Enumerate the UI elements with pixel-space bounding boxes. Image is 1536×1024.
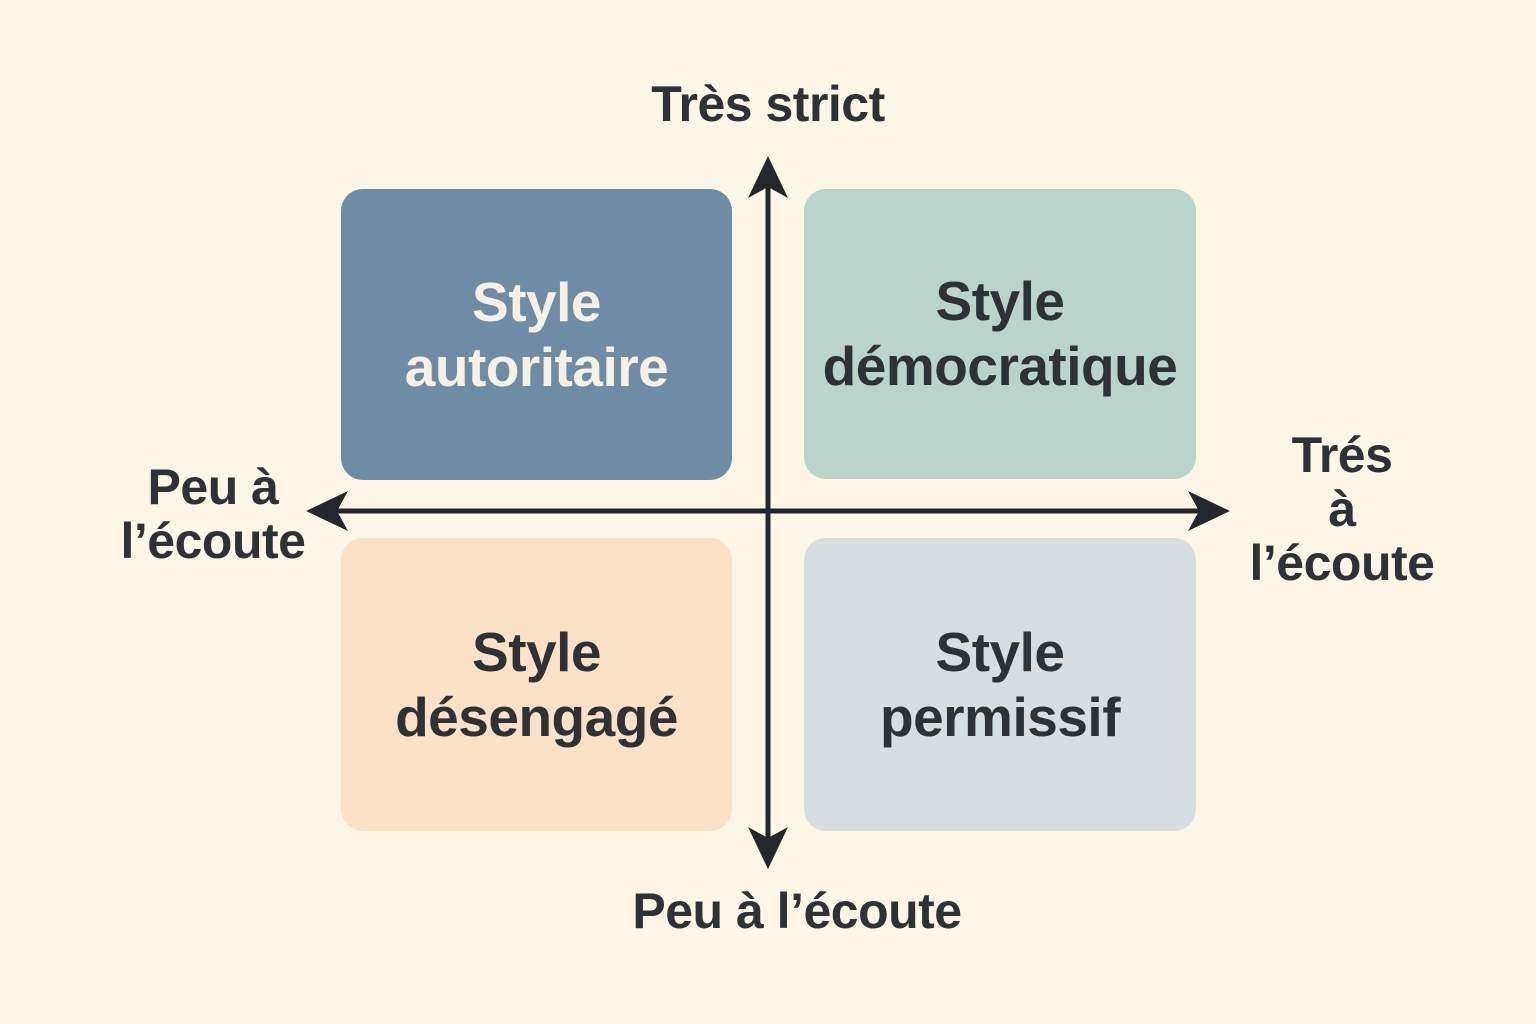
arrow-up-icon: [748, 156, 788, 198]
quadrant-label-line1: Style: [472, 270, 601, 333]
quadrant-label-line2: autoritaire: [404, 335, 669, 398]
quadrant-style-desengage: Style désengagé: [341, 538, 732, 831]
arrow-right-icon: [1188, 491, 1230, 531]
axis-label-left-line1: Peu à: [147, 459, 279, 515]
arrow-down-icon: [748, 827, 788, 869]
axis-label-right-line2: à l’écoute: [1249, 481, 1435, 591]
quadrant-style-democratique: Style démocratique: [804, 189, 1196, 479]
axis-label-right-line1: Trés: [1291, 427, 1393, 483]
axis-label-left: Peu à l’écoute: [121, 460, 306, 568]
axis-label-right: Trés à l’écoute: [1245, 428, 1439, 590]
quadrant-label-line1: Style: [935, 270, 1065, 333]
axis-label-bottom: Peu à l’écoute: [632, 883, 962, 939]
quadrant-style-autoritaire: Style autoritaire: [341, 189, 732, 480]
quadrant-label-line2: permissif: [879, 685, 1121, 748]
quadrant-label-line2: désengagé: [395, 685, 678, 748]
arrow-left-icon: [306, 491, 348, 531]
quadrant-label-line1: Style: [472, 620, 601, 683]
axis-label-top: Très strict: [651, 76, 885, 132]
quadrant-label-line1: Style: [935, 620, 1065, 683]
quadrant-style-permissif: Style permissif: [804, 538, 1196, 831]
axis-label-left-line2: l’écoute: [120, 513, 306, 569]
quadrant-label-line2: démocratique: [822, 335, 1178, 397]
